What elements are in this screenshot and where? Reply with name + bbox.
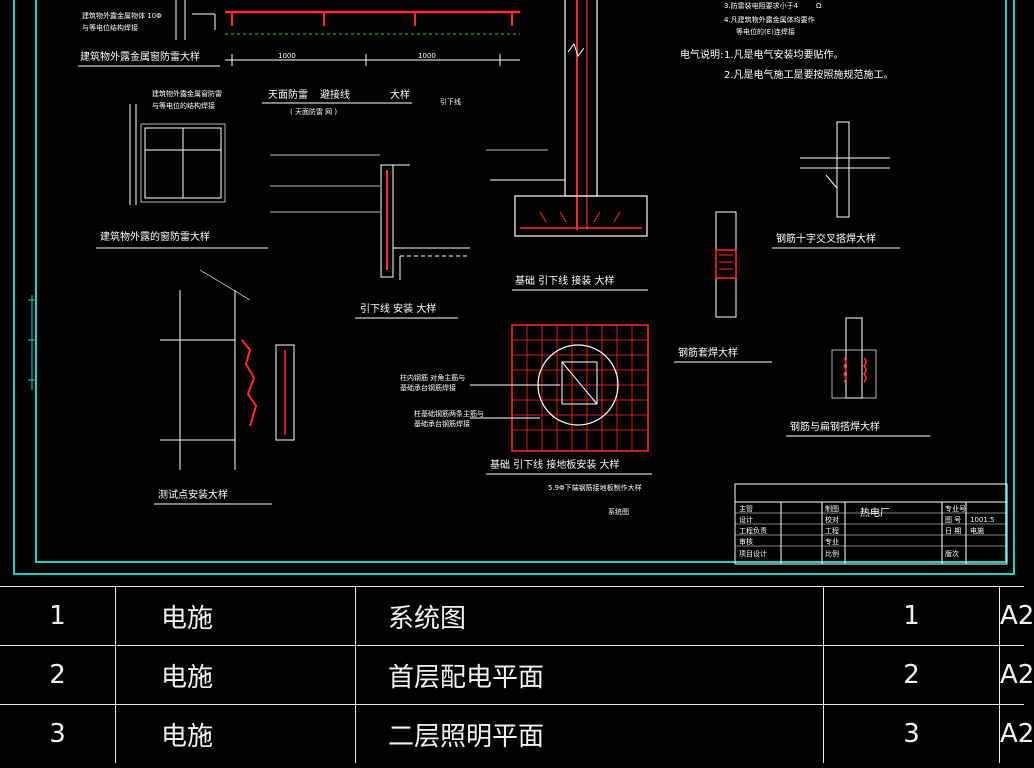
tb-left-2: 工程负责 <box>739 526 767 535</box>
roof-lightning-strip: 1000 1000 天面防雷 避接线 大样 ( 天面防雷 网 ) <box>225 10 520 116</box>
test-point-title: 测试点安装大样 <box>158 488 228 501</box>
sheet-caption: 5.9Φ下端钢筋接地板制作大样 <box>548 483 642 492</box>
tb-left-0: 主管 <box>739 504 753 513</box>
downlead-install-detail: 引下线 安装 大样 <box>270 154 470 319</box>
tb-right-label-1: 图 号 <box>945 516 961 524</box>
downlead-install-title: 引下线 安装 大样 <box>360 302 436 315</box>
tb-left-1: 设计 <box>739 515 753 524</box>
tb-right-value-2: 电施 <box>970 526 984 535</box>
window-detail: 建筑物外露金属窗防雷 与等电位的结构焊接 建筑物外露的窗防雷大样 <box>96 89 268 249</box>
rebar-cross-title: 钢筋十字交叉搭焊大样 <box>776 232 876 245</box>
elec-note-2: 2.凡是电气施工是要按照施规范施工。 <box>724 68 894 81</box>
rebar-sleeve-title: 钢筋套焊大样 <box>678 346 738 359</box>
row-category: 电施 <box>115 586 356 646</box>
downlead-label: 引下线 <box>440 97 461 106</box>
outer-frame <box>13 0 1015 575</box>
dim-left: 1000 <box>278 52 296 60</box>
tb-right-label-0: 专业号 <box>945 504 966 513</box>
tb-left-3: 审核 <box>739 537 753 546</box>
drawing-list-table: 1 电施 系统图 1 A2 2 电施 首层配电平面 2 A2 3 电施 二层照明… <box>0 586 1034 768</box>
tb-right-label-2: 日 期 <box>945 527 961 535</box>
tb-mid-3: 专业 <box>825 537 839 546</box>
table-row: 2 电施 首层配电平面 2 A2 <box>0 645 1034 705</box>
window-detail-title: 建筑物外露的窗防雷大样 <box>100 230 210 243</box>
row-paper-size: A2 <box>999 704 1034 763</box>
row-category: 电施 <box>115 704 356 763</box>
row-index: 3 <box>823 704 1000 763</box>
title-block-project: 热电厂 <box>860 506 890 519</box>
title-block: 热电厂 主管 设计 工程负责 审核 项目设计 制图 校对 工程 专业 比例 专业… <box>734 483 1008 565</box>
row-number: 2 <box>0 645 116 705</box>
table-row: 1 电施 系统图 1 A2 <box>0 586 1034 646</box>
row-drawing-name: 二层照明平面 <box>355 704 824 763</box>
grounding-plate-detail: 柱内钢筋 对角主筋与 基础承台钢筋焊接 柱基础钢筋两条主筋与 基础承台钢筋焊接 … <box>400 324 652 516</box>
tb-mid-1: 校对 <box>825 515 839 524</box>
electrical-notes: 3.防雷装电阻要求小于4 Ω 4.凡建筑物外露金属体均要作 等电位的(E)连焊接… <box>680 1 894 81</box>
tb-right-value-1: 1001.5 <box>970 516 995 524</box>
note-3-unit: Ω <box>816 2 822 10</box>
roof-edge-detail: 建筑物外露金属物体 10Φ 与等电位结构焊接 建筑物外露金属窗防雷大样 <box>78 0 220 67</box>
small-note-d: 与等电位的结构焊接 <box>152 101 215 110</box>
ground-note-a: 柱内钢筋 对角主筋与 <box>400 373 465 382</box>
row-category: 电施 <box>115 645 356 705</box>
elec-note-1: 1.凡是电气安装均要贴作。 <box>724 48 844 61</box>
cad-drawing-sheet: 建筑物外露金属物体 10Φ 与等电位结构焊接 建筑物外露金属窗防雷大样 1000… <box>13 0 1015 575</box>
roof-lightning-mid: 避接线 <box>320 88 350 101</box>
dim-right: 1000 <box>418 52 436 60</box>
inner-frame <box>35 0 1007 563</box>
roof-edge-title: 建筑物外露金属窗防雷大样 <box>80 50 200 63</box>
table-row: 3 电施 二层照明平面 3 A2 <box>0 704 1034 763</box>
row-number: 3 <box>0 704 116 763</box>
rebar-cross-detail: 钢筋十字交叉搭焊大样 <box>772 121 900 249</box>
tb-left-4: 项目设计 <box>739 549 767 558</box>
row-paper-size: A2 <box>999 645 1034 705</box>
tb-mid-2: 工程 <box>825 526 839 535</box>
foundation-downlead-title: 基础 引下线 接装 大样 <box>515 274 615 287</box>
tb-right-label-3: 版次 <box>945 549 959 558</box>
elec-notes-head: 电气说明: <box>680 48 723 61</box>
row-index: 1 <box>823 586 1000 646</box>
row-paper-size: A2 <box>999 586 1034 646</box>
sheet-name: 系统图 <box>608 507 629 516</box>
rebar-sleeve-detail: 钢筋套焊大样 <box>674 211 772 363</box>
note-4b: 等电位的(E)连焊接 <box>736 27 795 36</box>
tb-mid-4: 比例 <box>825 549 839 558</box>
row-number: 1 <box>0 586 116 646</box>
small-note-a: 建筑物外露金属物体 10Φ <box>82 11 162 20</box>
tb-mid-0: 制图 <box>825 504 839 513</box>
roof-lightning-title: 天面防雷 <box>268 88 308 101</box>
ground-note-d: 基础承台钢筋焊接 <box>414 419 470 428</box>
foundation-downlead-detail: 引下线 基础 引下线 接装 大样 <box>440 0 648 291</box>
small-note-b: 与等电位结构焊接 <box>82 23 138 32</box>
roof-lightning-end: 大样 <box>390 88 410 101</box>
row-drawing-name: 首层配电平面 <box>355 645 824 705</box>
small-note-c: 建筑物外露金属窗防雷 <box>152 89 222 98</box>
rebar-flat-title: 钢筋与扁钢搭焊大样 <box>790 420 880 433</box>
row-index: 2 <box>823 645 1000 705</box>
ground-note-c: 柱基础钢筋两条主筋与 <box>414 409 484 418</box>
row-drawing-name: 系统图 <box>355 586 824 646</box>
roof-lightning-sub: ( 天面防雷 网 ) <box>290 107 337 116</box>
ground-plate-title: 基础 引下线 接地板安装 大样 <box>490 458 620 471</box>
test-point-detail: 测试点安装大样 <box>154 269 295 505</box>
note-3: 3.防雷装电阻要求小于4 <box>724 1 799 10</box>
note-4a: 4.凡建筑物外露金属体均要作 <box>724 15 815 24</box>
rebar-flat-detail: 钢筋与扁钢搭焊大样 <box>786 317 930 437</box>
ground-note-b: 基础承台钢筋焊接 <box>400 383 456 392</box>
